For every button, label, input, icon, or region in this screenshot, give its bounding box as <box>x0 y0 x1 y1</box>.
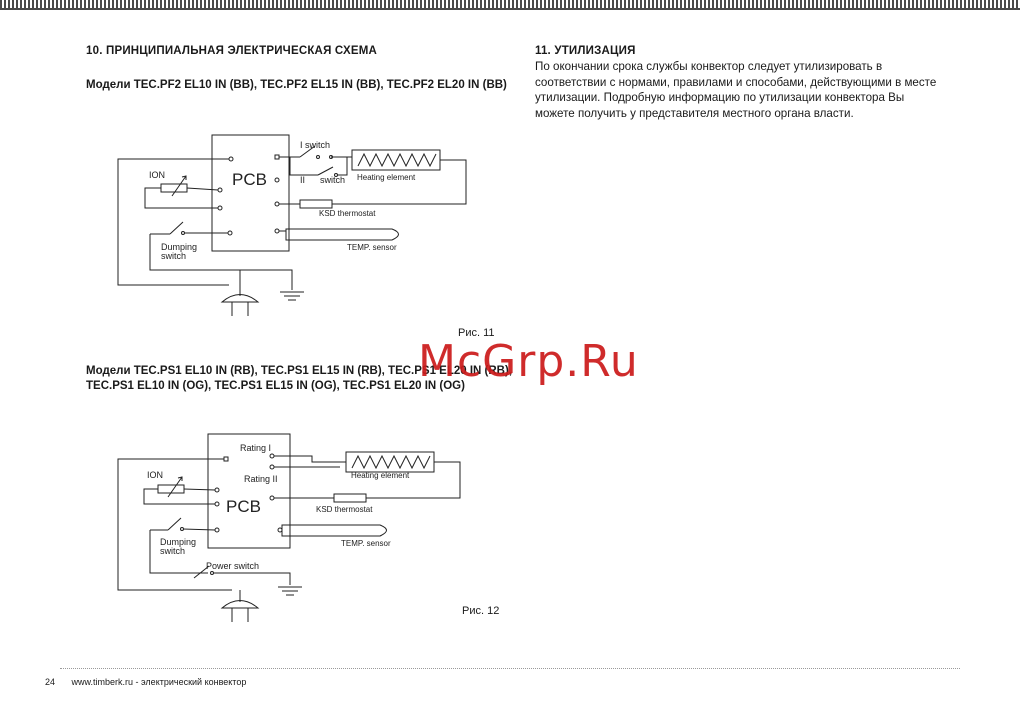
models-line-b1: Модели TEC.PS1 EL10 IN (RB), TEC.PS1 EL1… <box>86 365 513 377</box>
top-stripe-decoration <box>0 0 1020 10</box>
watermark: McGrp.Ru <box>418 336 639 387</box>
footer-text: www.timberk.ru - электрический конвектор <box>71 677 247 687</box>
pcb-box-2 <box>207 433 291 549</box>
pcb-label-1: PCB <box>232 170 267 189</box>
section-11-text: По окончании срока службы конвектор след… <box>535 60 937 120</box>
ion-label-2: ION <box>147 470 163 480</box>
heating-label-2: Heating element <box>351 471 410 480</box>
page-number: 24 <box>45 677 56 687</box>
pcb-box-1 <box>211 134 290 252</box>
section-11-title: 11. УТИЛИЗАЦИЯ <box>535 45 636 57</box>
figure-12-caption: Рис. 12 <box>462 605 500 617</box>
models-line-a: Модели TEC.PF2 EL10 IN (BB), TEC.PF2 EL1… <box>86 79 507 91</box>
models-line-b2: TEC.PS1 EL10 IN (OG), TEC.PS1 EL15 IN (O… <box>86 380 465 392</box>
ksd-label-2: KSD thermostat <box>316 505 373 514</box>
heating-label-1: Heating element <box>357 173 416 182</box>
ksd-label-1: KSD thermostat <box>319 209 376 218</box>
section-10-title: 10. ПРИНЦИПИАЛЬНАЯ ЭЛЕКТРИЧЕСКАЯ СХЕМА <box>86 45 378 57</box>
dumping-label-1b: switch <box>161 251 186 261</box>
switch-1-label: I switch <box>300 140 330 150</box>
rating-2-label: Rating II <box>244 474 278 484</box>
switch-2-num: II <box>300 175 305 185</box>
dumping-label-1a: Dumping <box>161 242 197 252</box>
temp-label-1: TEMP. sensor <box>347 243 397 252</box>
power-switch-label: Power switch <box>206 561 259 571</box>
switch-2-word: switch <box>320 175 345 185</box>
dumping-label-2b: switch <box>160 546 185 556</box>
dumping-label-2a: Dumping <box>160 537 196 547</box>
pcb-label-2: PCB <box>226 497 261 516</box>
footer-divider <box>60 668 960 669</box>
rating-1-label: Rating I <box>240 443 271 453</box>
figure-11-caption: Рис. 11 <box>458 327 495 339</box>
ion-label-1: ION <box>149 170 165 180</box>
footer: 24 www.timberk.ru - электрический конвек… <box>45 677 246 687</box>
temp-label-2: TEMP. sensor <box>341 539 391 548</box>
